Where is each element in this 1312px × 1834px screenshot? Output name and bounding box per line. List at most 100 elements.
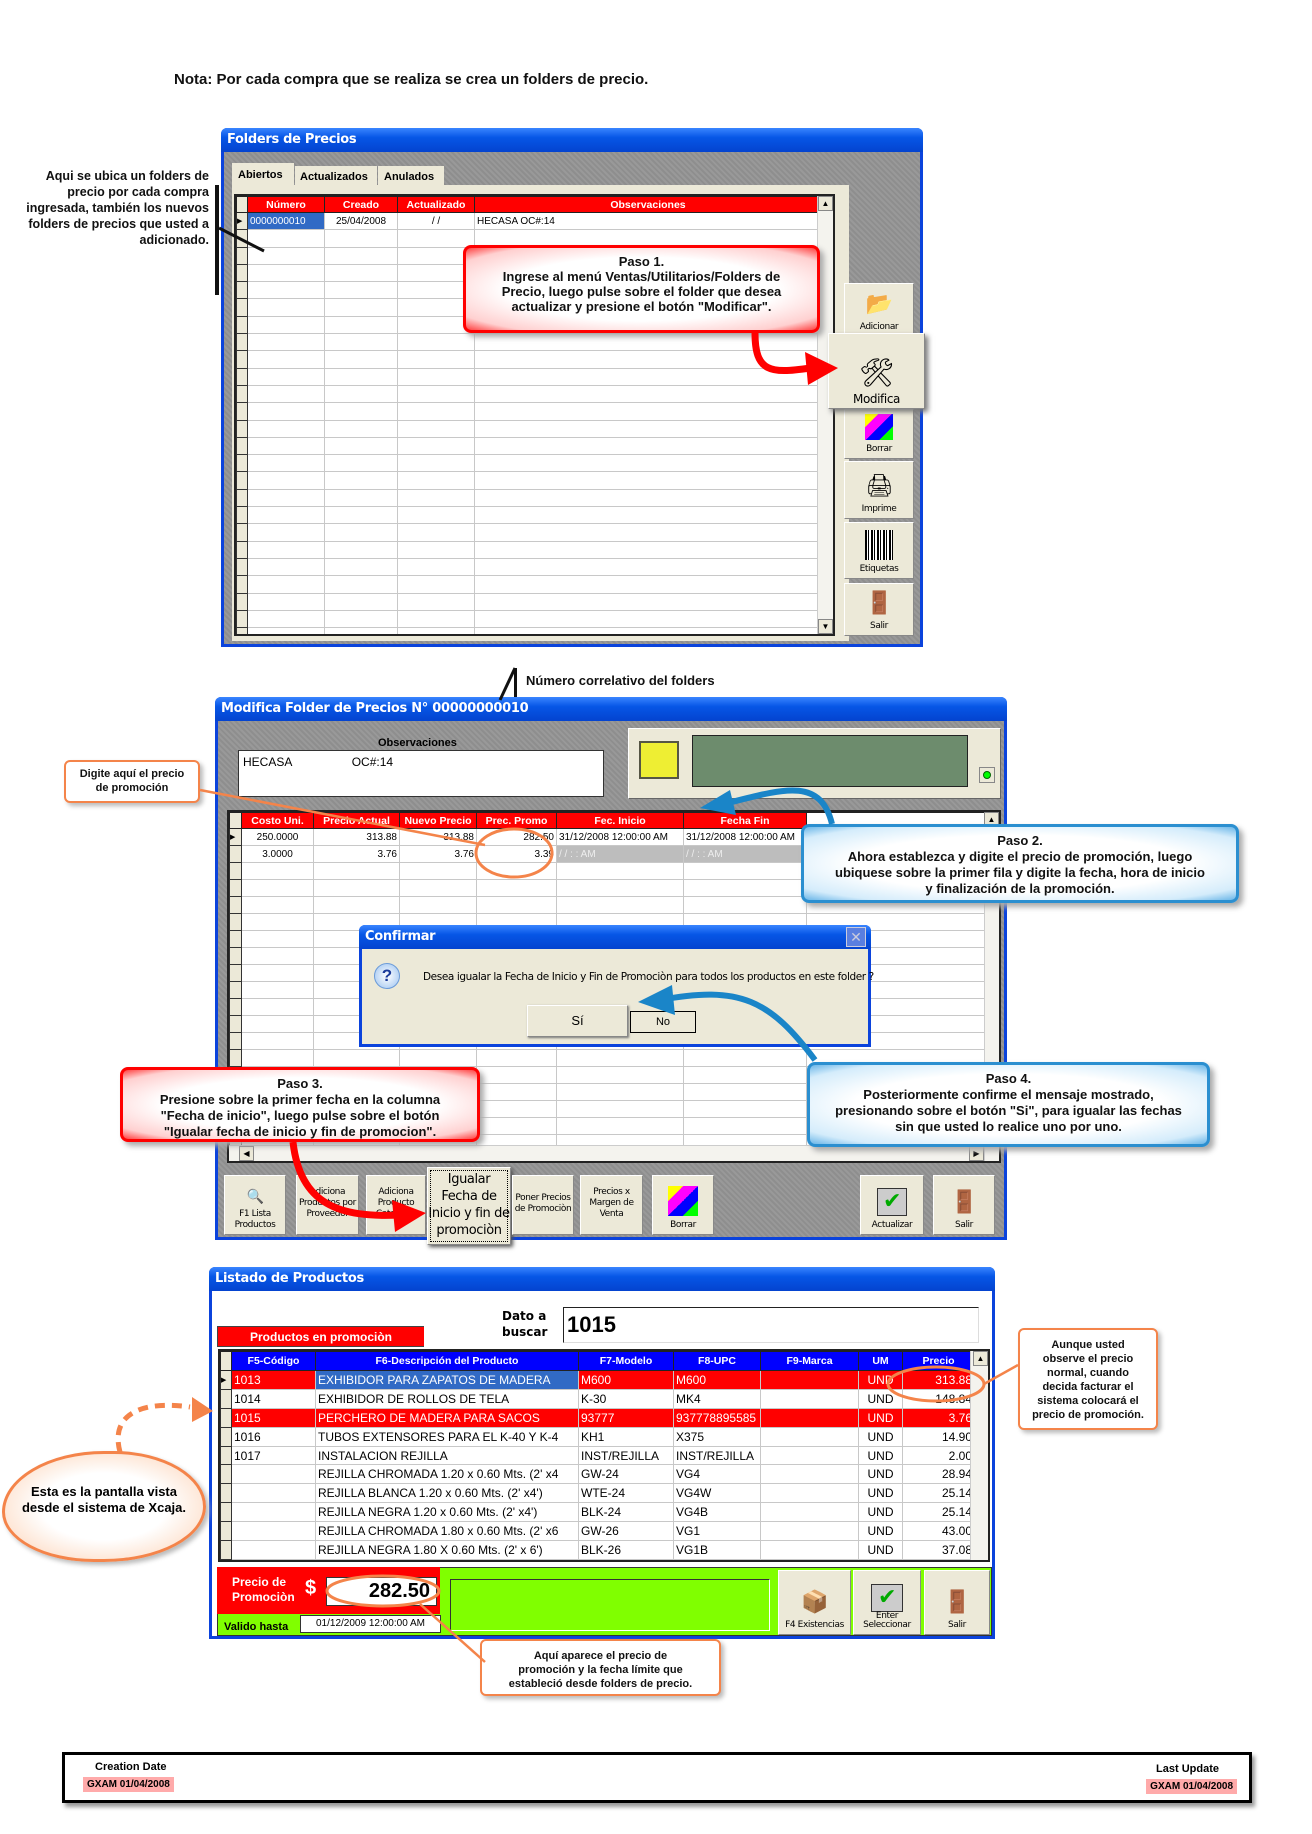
row-header[interactable]	[236, 246, 248, 265]
grid-cell[interactable]	[247, 263, 325, 283]
grid-cell[interactable]: VG1	[673, 1521, 761, 1542]
grid-cell[interactable]: GW-26	[578, 1521, 674, 1542]
grid-cell[interactable]: 3.76	[902, 1407, 975, 1428]
row-header[interactable]	[236, 627, 248, 634]
grid-cell[interactable]	[474, 523, 822, 542]
grid-cell[interactable]	[324, 506, 398, 525]
scroll-up-button[interactable]: ▲	[973, 1351, 988, 1366]
grid-cell[interactable]	[247, 298, 325, 317]
grid-cell[interactable]: TUBOS EXTENSORES PARA EL K-40 Y K-4	[315, 1426, 579, 1447]
grid-cell[interactable]	[324, 229, 398, 248]
grid-cell[interactable]: / / : : AM	[556, 845, 684, 863]
grid-cell[interactable]: BLK-26	[578, 1540, 674, 1560]
grid-cell[interactable]: 37.08	[902, 1540, 975, 1560]
grid-cell[interactable]	[397, 419, 475, 438]
empty-row[interactable]	[236, 609, 822, 629]
grid-cell[interactable]	[241, 913, 314, 931]
grid-cell[interactable]	[247, 592, 325, 611]
grid-cell[interactable]	[683, 879, 807, 897]
grid-cell[interactable]	[476, 1100, 557, 1118]
row-header[interactable]	[220, 1464, 232, 1485]
grid-cell[interactable]: INST/REJILLA	[578, 1445, 674, 1466]
grid-cell[interactable]	[397, 333, 475, 352]
grid-cell[interactable]	[474, 333, 822, 352]
grid-cell[interactable]: UND	[858, 1483, 903, 1504]
grid-cell[interactable]	[247, 506, 325, 525]
grid-cell[interactable]	[556, 879, 684, 897]
add-by-supplier-button[interactable]: Adiciona Productos por Proveedor	[296, 1175, 359, 1235]
row-header[interactable]	[229, 913, 242, 931]
row-header[interactable]	[220, 1407, 232, 1428]
grid-cell[interactable]: INST/REJILLA	[673, 1445, 761, 1466]
empty-row[interactable]	[236, 540, 822, 559]
grid-cell[interactable]	[241, 896, 314, 914]
grid-cell[interactable]: 25/04/2008	[324, 211, 398, 231]
grid-cell[interactable]	[324, 350, 398, 369]
grid-cell[interactable]: REJILLA NEGRA 1.20 x 0.60 Mts. (2' x4')	[315, 1502, 579, 1523]
grid-cell[interactable]	[397, 523, 475, 542]
grid-cell[interactable]	[760, 1370, 859, 1390]
grid-cell[interactable]: UND	[858, 1445, 903, 1466]
grid-cell[interactable]	[476, 1083, 557, 1101]
add-button[interactable]: 📂Adicionar	[844, 283, 914, 337]
grid-cell[interactable]: 3.76	[399, 845, 477, 863]
grid-cell[interactable]	[397, 384, 475, 404]
empty-row[interactable]	[236, 333, 822, 352]
grid-cell[interactable]	[247, 523, 325, 542]
grid-cell[interactable]: UND	[858, 1464, 903, 1485]
grid-cell[interactable]: 1016	[231, 1426, 316, 1447]
row-header[interactable]	[236, 592, 248, 611]
grid-cell[interactable]	[474, 402, 822, 421]
column-header[interactable]: F7-Modelo	[578, 1351, 674, 1371]
grid-cell[interactable]	[397, 592, 475, 611]
grid-cell[interactable]	[324, 281, 398, 300]
row-header[interactable]	[229, 1049, 242, 1067]
grid-cell[interactable]: 1015	[231, 1407, 316, 1428]
grid-cell[interactable]	[556, 1117, 684, 1135]
grid-cell[interactable]	[474, 627, 822, 634]
row-header[interactable]	[229, 1032, 242, 1050]
grid-cell[interactable]: VG4W	[673, 1483, 761, 1504]
column-header[interactable]: Prec. Promo	[476, 812, 557, 829]
grid-cell[interactable]: REJILLA CHROMADA 1.80 x 0.60 Mts. (2' x6	[315, 1521, 579, 1542]
grid-cell[interactable]	[474, 609, 822, 629]
row-header[interactable]	[236, 402, 248, 421]
grid-cell[interactable]	[760, 1426, 859, 1447]
no-button[interactable]: No	[630, 1011, 696, 1033]
row-header[interactable]	[220, 1540, 232, 1560]
exit-button[interactable]: 🚪Salir	[844, 583, 914, 636]
tab-anulados[interactable]: Anulados	[378, 166, 444, 185]
grid-cell[interactable]: UND	[858, 1370, 903, 1390]
row-header[interactable]	[236, 471, 248, 490]
equalize-dates-button[interactable]: Igualar Fecha de Inicio y fin de promoci…	[427, 1167, 511, 1245]
row-header[interactable]	[229, 947, 242, 965]
empty-row[interactable]	[236, 575, 822, 594]
grid-cell[interactable]	[399, 879, 477, 897]
grid-cell[interactable]	[683, 1049, 807, 1067]
column-header[interactable]: UM	[858, 1351, 903, 1371]
tab-actualizados[interactable]: Actualizados	[295, 166, 377, 185]
grid-cell[interactable]	[313, 1049, 400, 1067]
row-header[interactable]	[236, 575, 248, 594]
empty-row[interactable]	[236, 454, 822, 473]
grid-cell[interactable]	[313, 862, 400, 880]
grid-cell[interactable]	[760, 1540, 859, 1560]
row-header[interactable]	[236, 436, 248, 456]
column-header[interactable]: Número	[247, 196, 325, 213]
grid-cell[interactable]	[474, 350, 822, 369]
grid-cell[interactable]	[324, 315, 398, 335]
grid-cell[interactable]: VG1B	[673, 1540, 761, 1560]
grid-cell[interactable]	[247, 229, 325, 248]
row-header[interactable]	[220, 1445, 232, 1466]
grid-cell[interactable]	[241, 998, 314, 1016]
grid-cell[interactable]: BLK-24	[578, 1502, 674, 1523]
row-header[interactable]	[236, 367, 248, 386]
row-header[interactable]	[229, 964, 242, 982]
grid-cell[interactable]: REJILLA NEGRA 1.80 X 0.60 Mts. (2' x 6')	[315, 1540, 579, 1560]
grid-cell[interactable]	[247, 384, 325, 404]
grid-cell[interactable]: MK4	[673, 1388, 761, 1409]
grid-cell[interactable]	[247, 419, 325, 438]
grid-cell[interactable]	[397, 471, 475, 490]
row-header[interactable]	[236, 281, 248, 300]
